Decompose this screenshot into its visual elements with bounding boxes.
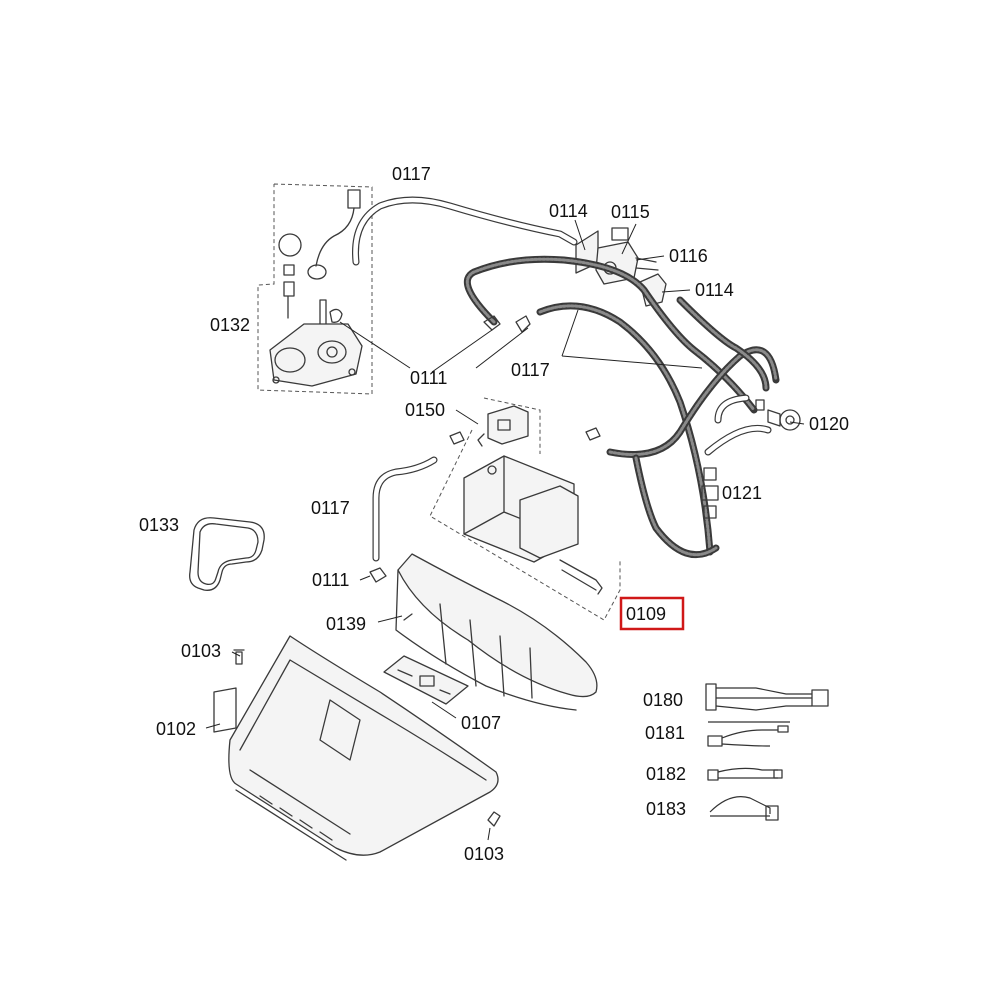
part-0107-control-board — [383, 655, 469, 705]
label-0109: 0109 — [626, 604, 666, 624]
label-0181: 0181 — [645, 723, 685, 743]
label-0111-top: 0111 — [410, 368, 447, 388]
label-0183: 0183 — [646, 799, 686, 819]
label-0120: 0120 — [809, 414, 849, 434]
label-0114-b: 0114 — [695, 280, 734, 300]
part-0183-wire-harness — [709, 796, 779, 821]
part-0109-boiler — [429, 429, 621, 621]
label-0107: 0107 — [461, 713, 501, 733]
part-0182-wire-harness — [707, 767, 783, 781]
part-0117-top-hose — [352, 196, 578, 266]
label-0150: 0150 — [405, 400, 445, 420]
part-0121-inline-fitting — [701, 467, 719, 519]
part-0139-cover-shell — [395, 553, 598, 711]
part-0132-pump-assembly — [257, 183, 373, 395]
part-0103-screws — [233, 649, 501, 827]
part-0102-base-housing — [213, 635, 499, 861]
label-0117-mid: 0117 — [511, 360, 550, 380]
label-0114-a: 0114 — [549, 201, 588, 221]
part-0150-solenoid-valve — [477, 397, 541, 454]
label-0102: 0102 — [156, 719, 196, 739]
label-0132: 0132 — [210, 315, 250, 335]
part-0180-wire-harness — [705, 683, 829, 711]
part-0133-gasket — [189, 517, 265, 591]
highlight-box-0109 — [619, 596, 685, 631]
label-0182: 0182 — [646, 764, 686, 784]
label-0115: 0115 — [611, 202, 650, 222]
label-0117-top: 0117 — [392, 164, 431, 184]
part-0111-clamps — [369, 315, 601, 583]
label-0103-b: 0103 — [464, 844, 504, 864]
label-0133: 0133 — [139, 515, 179, 535]
label-0103-a: 0103 — [181, 641, 221, 661]
leader-lines — [205, 219, 805, 841]
label-0116: 0116 — [669, 246, 708, 266]
label-0121: 0121 — [722, 483, 762, 503]
label-0139: 0139 — [326, 614, 366, 634]
label-0180: 0180 — [643, 690, 683, 710]
part-labels: 0117 0114 0115 0116 0114 0132 0111 0117 … — [139, 164, 849, 864]
label-0117-left: 0117 — [311, 498, 350, 518]
part-0117-braided-hoses — [463, 255, 780, 559]
part-0181-wire-harness — [707, 721, 790, 747]
part-0117-left-hose — [372, 456, 438, 562]
part-0120-connector — [755, 399, 801, 431]
label-0111-low: 0111 — [312, 570, 349, 590]
